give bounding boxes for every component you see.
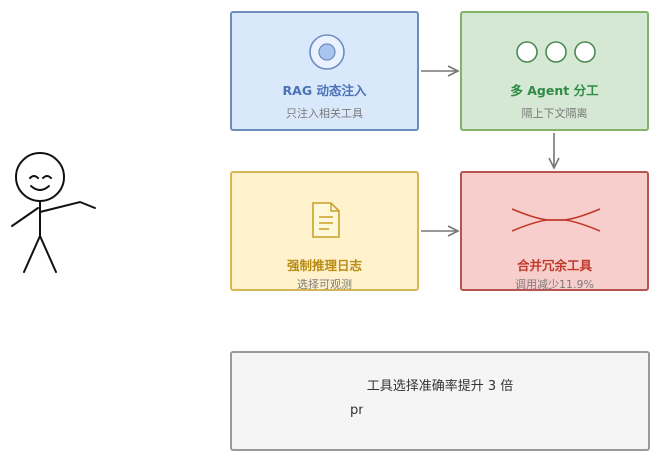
result-faded-text: pr: [350, 403, 364, 418]
card-multi-title: 多 Agent 分工: [510, 83, 599, 98]
figure-left-arm: [11, 207, 39, 227]
result-title: 工具选择准确率提升 3 倍: [366, 379, 514, 394]
arrow-multi-to-merge-head: [548, 157, 560, 170]
figure-left-leg: [23, 235, 41, 273]
figure-head: [15, 152, 65, 202]
card-reasoning-log: 强制推理日志 选择可观测: [230, 171, 419, 291]
result-fade-overlay: [362, 397, 592, 427]
figure-right-eye: [42, 175, 52, 179]
three-circles-icon: [516, 41, 596, 63]
document-icon: [312, 202, 340, 238]
card-log-title: 强制推理日志: [286, 258, 362, 273]
target-circle-icon: [309, 34, 345, 70]
card-rag-title: RAG 动态注入: [282, 83, 367, 98]
card-multi-subtitle: 隔上下文隔离: [521, 107, 588, 120]
card-multi-agent: 多 Agent 分工 隔上下文隔离: [460, 11, 649, 131]
card-rag-subtitle: 只注入相关工具: [286, 107, 363, 120]
figure-smile: [30, 185, 50, 191]
figure-right-leg: [39, 235, 57, 273]
card-merge-title: 合并冗余工具: [516, 258, 592, 273]
figure-right-arm: [39, 200, 96, 213]
arrow-rag-to-multi-head: [447, 65, 460, 77]
card-rag-injection: RAG 动态注入 只注入相关工具: [230, 11, 419, 131]
merge-arrows-icon: [511, 208, 601, 232]
figure-left-eye: [29, 175, 39, 179]
card-result: 工具选择准确率提升 3 倍 pr: [230, 351, 650, 451]
card-merge-tools: 合并冗余工具 调用减少11.9%: [460, 171, 649, 291]
arrow-log-to-merge-head: [447, 225, 460, 237]
card-merge-subtitle: 调用减少11.9%: [515, 278, 594, 291]
card-log-subtitle: 选择可观测: [297, 278, 352, 291]
stick-figure-icon: [11, 152, 96, 273]
